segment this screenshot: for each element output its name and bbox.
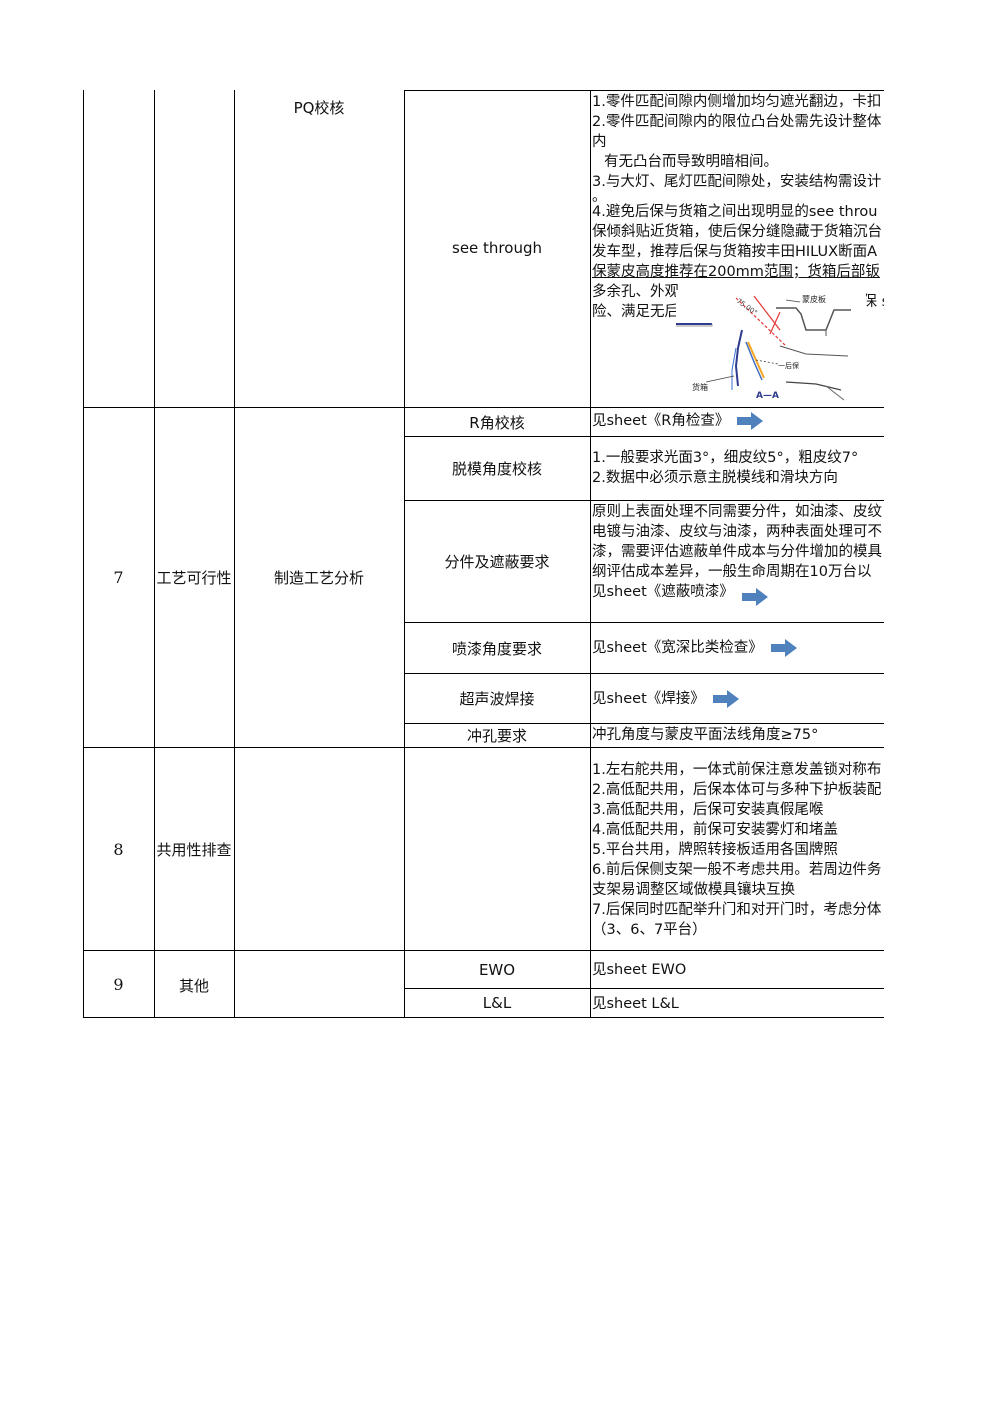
grid-line — [234, 90, 235, 1018]
draft-angle-description: 1.一般要求光面3°，细皮纹5°，粗皮纹7° 2.数据中必须示意主脱模线和滑块方… — [592, 448, 884, 492]
ll-item: L&L — [482, 994, 512, 1012]
figure-label-mid: 一后保 — [778, 361, 799, 370]
row-number-7: 7 — [113, 567, 124, 587]
right-arrow-icon[interactable] — [712, 690, 739, 708]
spray-angle-item: 喷漆角度要求 — [451, 639, 542, 658]
desc-line: （3、6、7平台） — [592, 922, 707, 938]
pq-group-label: PQ校核 — [293, 98, 345, 117]
desc-line: 发车型，推荐后保与货箱按丰田HILUX断面A — [592, 244, 877, 260]
desc-line: 3.高低配共用，后保可安装真假尾喉 — [592, 802, 824, 818]
desc-line: 。 — [592, 189, 607, 205]
figure-label-box: 货箱 — [692, 382, 708, 392]
r-angle-item: R角校核 — [469, 413, 525, 432]
desc-line: 有无凸台而导致明暗相间。 — [604, 154, 778, 170]
desc-line: 2.数据中必须示意主脱模线和滑块方向 — [592, 470, 838, 486]
desc-line: 3.与大灯、尾灯匹配间隙处，安装结构需设计 — [592, 174, 882, 190]
split-mask-description: 原则上表面处理不同需要分件，如油漆、皮纹 电镀与油漆、皮纹与油漆，两种表面处理可… — [592, 502, 884, 620]
other-category: 其他 — [178, 976, 209, 995]
desc-line: 4.避免后保与货箱之间出现明显的see throu — [592, 204, 878, 220]
ultrasonic-weld-item: 超声波焊接 — [459, 690, 535, 708]
desc-line: 内 — [592, 134, 607, 150]
grid-line — [83, 950, 884, 951]
section-drawing: 蒙皮板 75.00° 一后保 货箱 A—A — [676, 294, 851, 401]
grid-line — [590, 90, 591, 1018]
grid-line — [83, 90, 84, 1018]
grid-line — [83, 1017, 884, 1018]
draft-angle-item: 脱模角度校核 — [451, 460, 542, 478]
desc-line: 支架易调整区域做模具镶块互换 — [592, 882, 795, 898]
desc-line: 保蒙皮高度推荐在200mm范围；货箱后部钣 — [592, 264, 880, 280]
desc-line: 2.高低配共用，后保本体可与多种下护板装配 — [592, 782, 882, 798]
spray-angle-description: 见sheet《宽深比类检查》 — [592, 638, 884, 662]
ewo-description[interactable]: 见sheet EWO — [592, 962, 687, 978]
ewo-item: EWO — [478, 960, 516, 979]
weld-link[interactable]: 见sheet《焊接》 — [592, 691, 705, 707]
grid-line — [83, 407, 884, 408]
figure-label-top: 蒙皮板 — [802, 294, 826, 304]
grid-line — [154, 90, 155, 1018]
desc-line: 险、满足无后 — [592, 304, 679, 320]
desc-line: 保倾斜贴近货箱，使后保分缝隐藏于货箱沉台 — [592, 224, 882, 240]
craft-category: 工艺可行性 — [156, 568, 232, 587]
craft-group: 制造工艺分析 — [273, 568, 364, 587]
desc-line: 7.后保同时匹配举升门和对开门时，考虑分体 — [592, 902, 882, 918]
grid-line — [404, 988, 884, 989]
right-arrow-icon[interactable] — [737, 412, 764, 430]
mask-spray-link[interactable]: 见sheet《遮蔽喷漆》 — [592, 584, 734, 600]
common-category: 共用性排查 — [156, 840, 232, 859]
grid-line — [404, 90, 405, 1018]
desc-line: 1.左右舵共用，一体式前保注意发盖锁对称布 — [592, 762, 882, 778]
grid-line — [404, 436, 884, 437]
desc-line: 见sheet《遮蔽喷漆》 — [592, 582, 884, 606]
row-number-8: 8 — [113, 839, 124, 859]
split-mask-item: 分件及遮蔽要求 — [444, 553, 550, 571]
desc-line: 电镀与油漆、皮纹与油漆，两种表面处理可不 — [592, 524, 882, 540]
grid-line — [404, 500, 884, 501]
desc-line: 1.一般要求光面3°，细皮纹5°，粗皮纹7° — [592, 450, 859, 466]
desc-line: 6.前后保侧支架一般不考虑共用。若周边件务 — [592, 862, 882, 878]
right-arrow-icon[interactable] — [741, 588, 768, 606]
desc-line: 1.零件匹配间隙内侧增加均匀遮光翻边，卡扣 — [592, 94, 882, 110]
section-figure: 蒙皮板 75.00° 一后保 货箱 A—A — [676, 290, 866, 404]
figure-label-section: A—A — [756, 391, 779, 401]
ultrasonic-weld-description: 见sheet《焊接》 — [592, 689, 884, 713]
grid-line — [404, 90, 884, 91]
grid-line — [404, 723, 884, 724]
desc-line: 多余孔、外观 — [592, 284, 679, 300]
desc-line: 4.高低配共用，前保可安装雾灯和堵盖 — [592, 822, 838, 838]
grid-line — [404, 673, 884, 674]
punch-item: 冲孔要求 — [466, 727, 527, 745]
row-number-9: 9 — [113, 974, 124, 994]
desc-line: 2.零件匹配间隙内的限位凸台处需先设计整体 — [592, 114, 882, 130]
punch-description: 冲孔角度与蒙皮平面法线角度≥75° — [592, 727, 819, 743]
r-angle-link[interactable]: 见sheet《R角检查》 — [592, 413, 730, 429]
grid-line — [404, 622, 884, 623]
desc-line: 纲评估成本差异，一般生命周期在10万台以 — [592, 564, 872, 580]
common-description: 1.左右舵共用，一体式前保注意发盖锁对称布 2.高低配共用，后保本体可与多种下护… — [592, 760, 884, 944]
see-through-item: see through — [452, 239, 542, 257]
desc-line: 5.平台共用，牌照转接板适用各国牌照 — [592, 842, 838, 858]
see-through-description: 1.零件匹配间隙内侧增加均匀遮光翻边，卡扣 2.零件匹配间隙内的限位凸台处需先设… — [592, 92, 884, 406]
desc-line: 原则上表面处理不同需要分件，如油漆、皮纹 — [592, 504, 882, 520]
figure-label-angle: 75.00° — [735, 297, 759, 317]
desc-line: 漆，需要评估遮蔽单件成本与分件增加的模具 — [592, 544, 882, 560]
width-depth-link[interactable]: 见sheet《宽深比类检查》 — [592, 640, 763, 656]
grid-line — [83, 747, 884, 748]
right-arrow-icon[interactable] — [770, 639, 797, 657]
ll-description[interactable]: 见sheet L&L — [592, 996, 679, 1012]
r-angle-description: 见sheet《R角检查》 — [592, 411, 884, 435]
